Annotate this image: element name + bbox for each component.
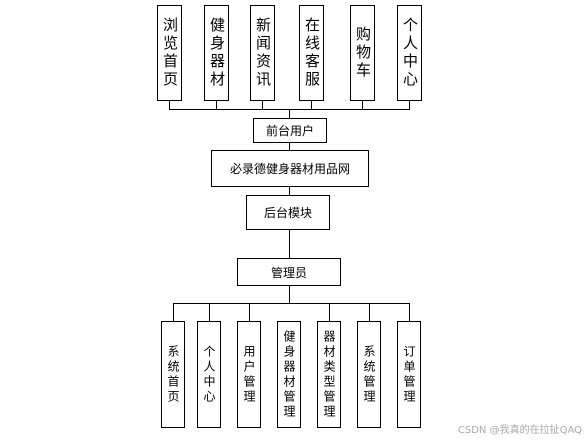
module-label: 健身器材管理 [282, 329, 296, 420]
connector [289, 230, 291, 258]
module-system-home: 系统首页 [161, 321, 185, 428]
module-label: 浏览首页 [161, 17, 179, 89]
module-label: 个人中心 [401, 17, 419, 89]
module-label: 在线客服 [303, 17, 321, 89]
connector [329, 303, 331, 321]
site-name-box: 必录德健身器材用品网 [211, 150, 369, 187]
connector [289, 187, 291, 195]
module-label: 个人中心 [202, 344, 216, 405]
watermark: CSDN @我真的在拉扯QAQ [457, 425, 582, 436]
connector [216, 101, 218, 110]
connector [311, 101, 313, 110]
module-label: 系统首页 [166, 344, 180, 405]
module-label: 订单管理 [402, 344, 416, 405]
connector [289, 109, 291, 118]
connector [409, 303, 411, 321]
module-equipment-management: 健身器材管理 [277, 321, 301, 428]
module-shopping-cart: 购物车 [350, 5, 375, 101]
connector [369, 303, 371, 321]
module-admin-personal-center: 个人中心 [197, 321, 221, 428]
module-personal-center: 个人中心 [397, 5, 422, 101]
module-equipment-type-management: 器材类型管理 [317, 321, 341, 428]
module-news: 新闻资讯 [250, 5, 275, 101]
module-fitness-equipment: 健身器材 [204, 5, 229, 101]
front-user-box: 前台用户 [253, 118, 327, 143]
module-label: 购物车 [354, 26, 372, 80]
module-order-management: 订单管理 [397, 321, 421, 428]
connector [409, 101, 411, 110]
admin-label: 管理员 [270, 265, 307, 280]
connector [289, 286, 291, 304]
front-user-label: 前台用户 [265, 124, 314, 138]
module-online-service: 在线客服 [299, 5, 324, 101]
module-label: 新闻资讯 [254, 17, 272, 89]
connector [362, 101, 364, 110]
module-browse-home: 浏览首页 [157, 5, 182, 101]
module-label: 系统管理 [362, 344, 376, 405]
module-label: 用户管理 [242, 344, 256, 405]
backend-module-label: 后台模块 [263, 206, 312, 220]
connector [249, 303, 251, 321]
connector [262, 101, 264, 110]
module-label: 器材类型管理 [322, 329, 336, 420]
site-name-label: 必录德健身器材用品网 [229, 162, 350, 176]
connector [173, 303, 175, 321]
connector [209, 303, 211, 321]
module-system-management: 系统管理 [357, 321, 381, 428]
admin-box: 管理员 [237, 258, 341, 286]
connector [169, 101, 171, 110]
connector [173, 303, 410, 305]
connector [289, 143, 291, 150]
backend-module-box: 后台模块 [246, 195, 330, 230]
module-label: 健身器材 [208, 17, 226, 89]
module-user-management: 用户管理 [237, 321, 261, 428]
